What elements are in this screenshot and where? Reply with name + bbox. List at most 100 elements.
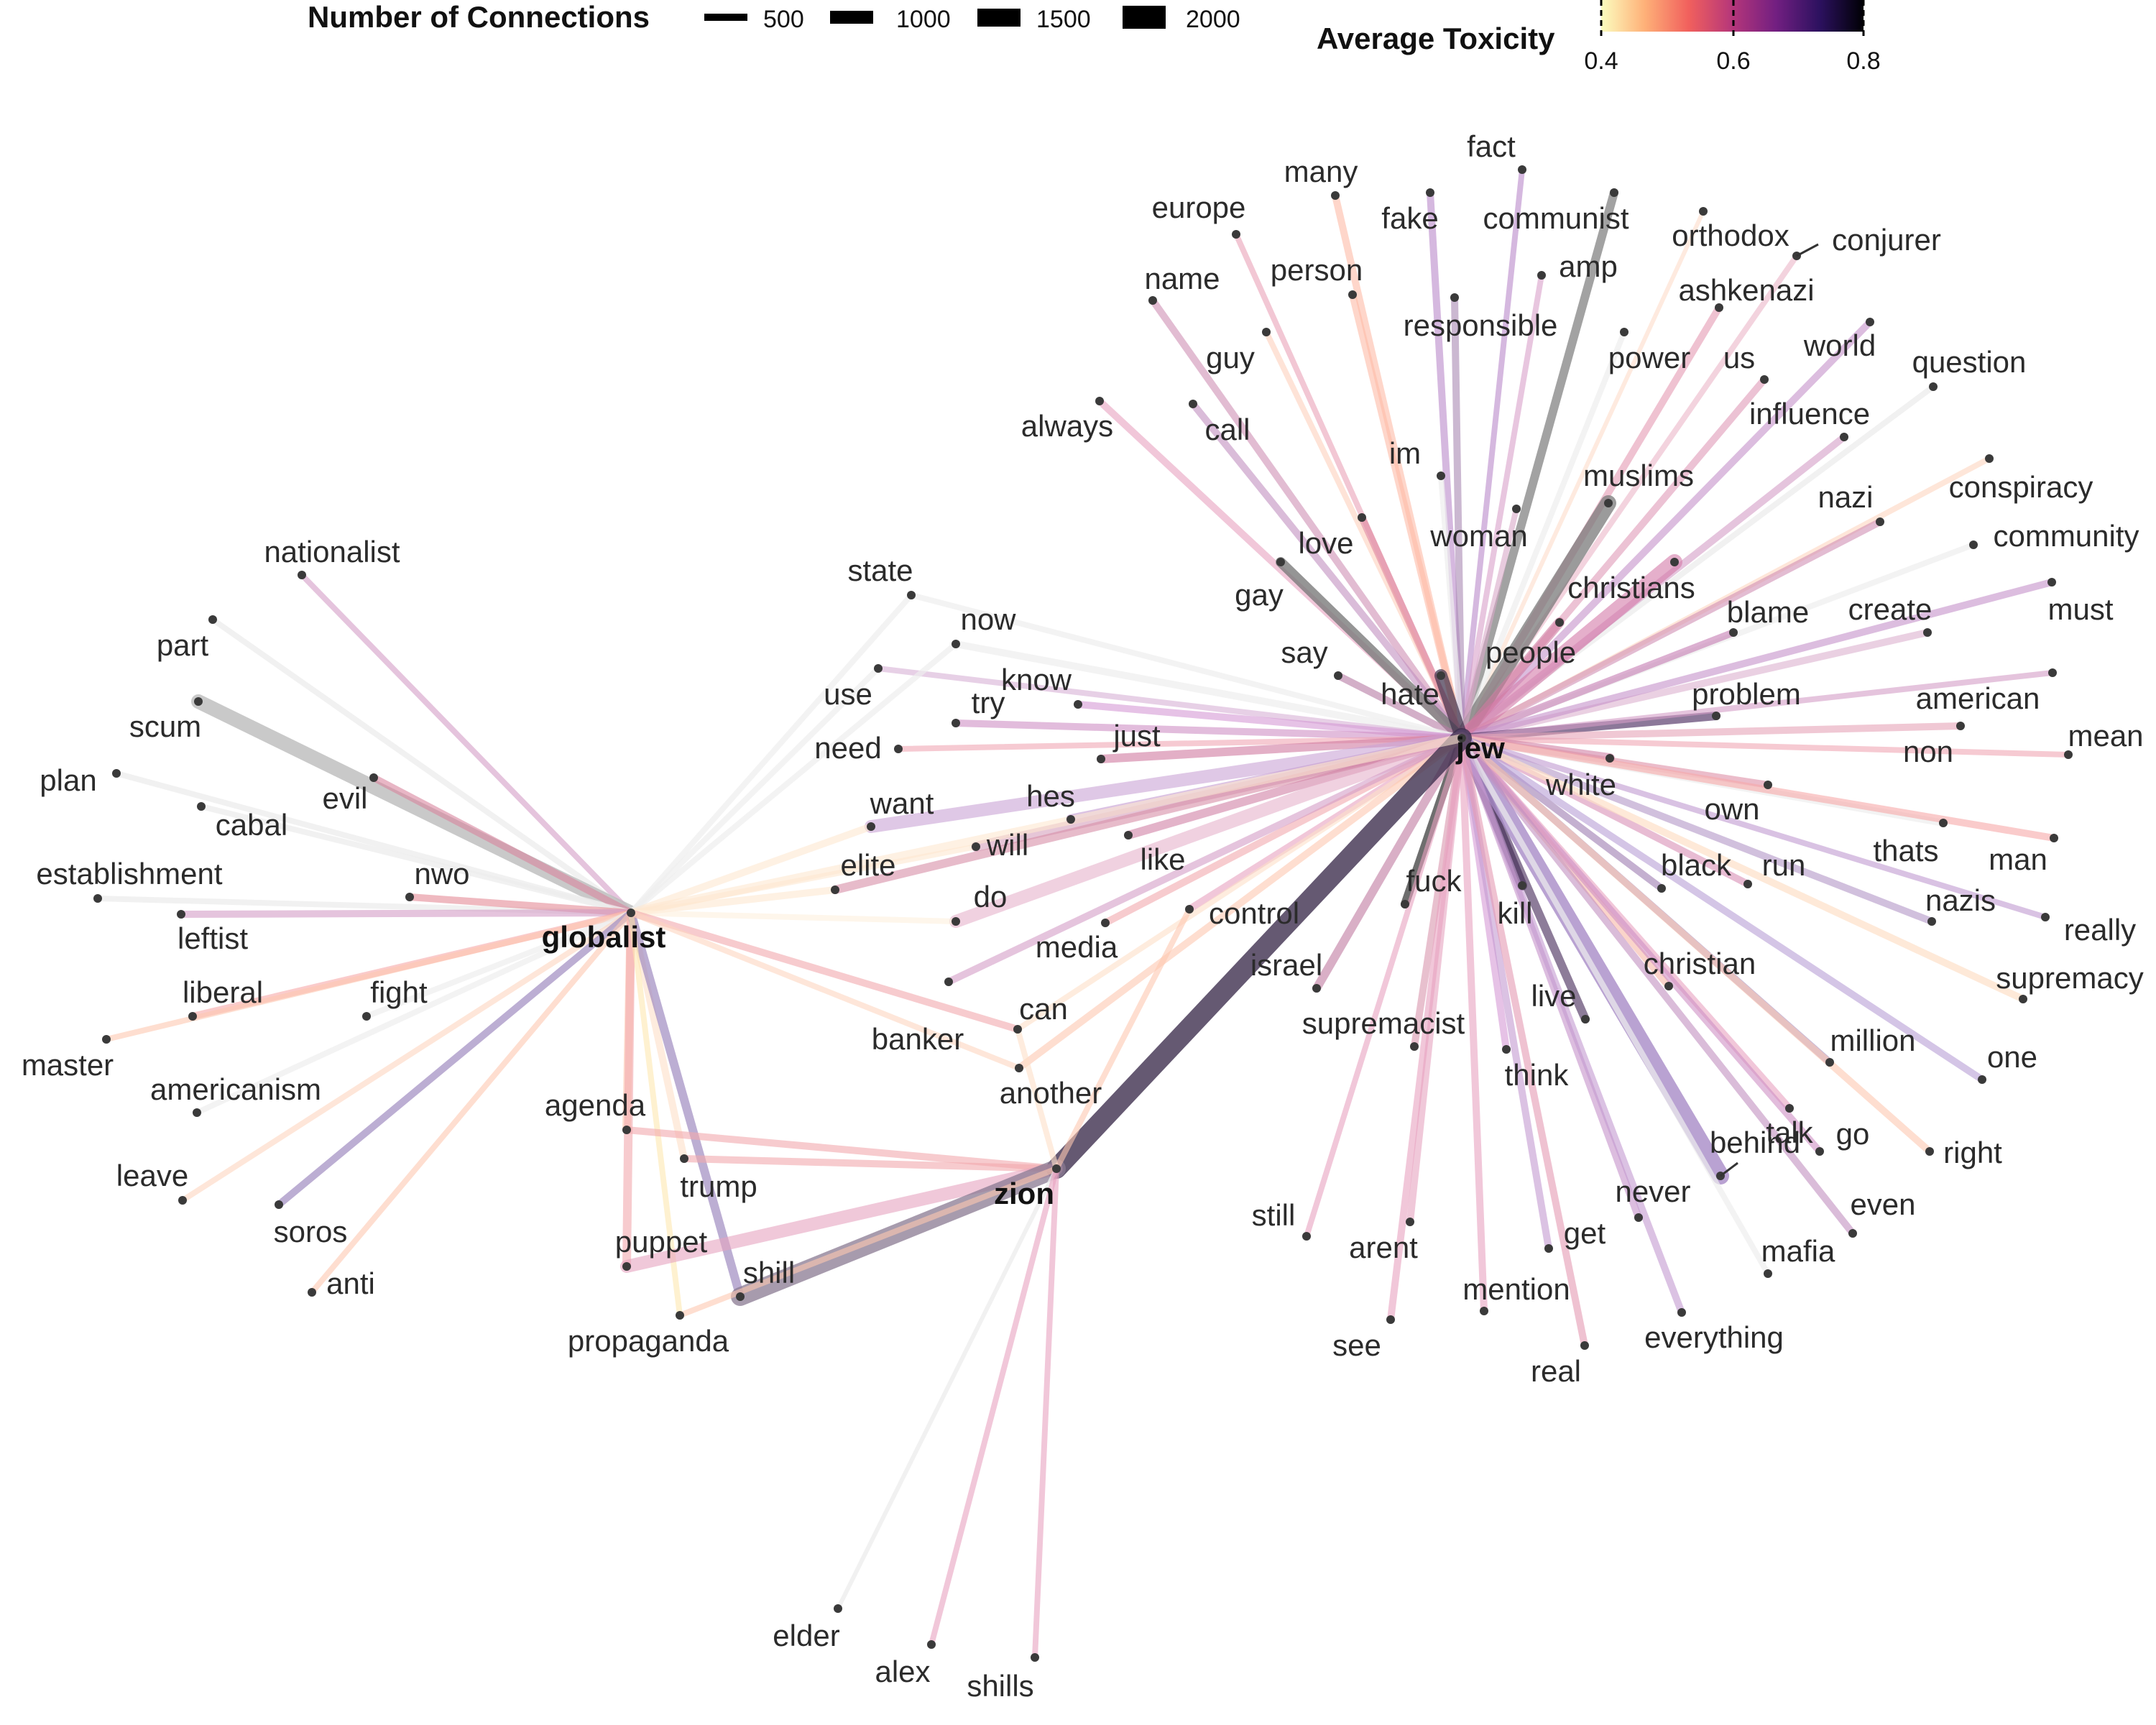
- edge-jew-mafia: [1459, 735, 1771, 1276]
- node-label-arent: arent: [1349, 1230, 1418, 1264]
- node-dot-shill: [736, 1292, 745, 1301]
- size-legend-swatch-2: [830, 11, 873, 24]
- edge-globalist-soros: [275, 909, 635, 1208]
- node-label-part: part: [157, 628, 209, 662]
- node-dot-control: [1185, 905, 1194, 914]
- node-label-create: create: [1848, 592, 1932, 626]
- node-dot-supremacy: [2019, 995, 2027, 1003]
- edge-globalist-leave: [180, 910, 634, 1203]
- edge-jew-zion: [1046, 728, 1472, 1179]
- node-dot-american: [2048, 668, 2057, 677]
- node-label-scum: scum: [129, 709, 201, 743]
- edge-zion-elder: [836, 1167, 1059, 1611]
- edge-jew-even: [1458, 735, 1856, 1237]
- node-dot-guy: [1262, 328, 1271, 336]
- node-label-europe: europe: [1152, 190, 1246, 224]
- node-dot-plan: [112, 769, 121, 778]
- node-dot-jew: [1457, 734, 1466, 742]
- edge-jew-woman: [1459, 506, 1519, 741]
- node-dot-go: [1815, 1147, 1824, 1156]
- edge-jew-nazis: [1458, 735, 1935, 925]
- node-label-mention: mention: [1462, 1272, 1570, 1306]
- node-dot-own: [1764, 781, 1772, 789]
- node-label-trump: trump: [680, 1169, 757, 1203]
- node-label-must: must: [2047, 592, 2113, 626]
- node-label-problem: problem: [1692, 677, 1801, 711]
- edge-jew-do: [949, 732, 1468, 928]
- edge-jew-must: [1458, 579, 2055, 742]
- edge-jew-mean: [1459, 735, 2071, 758]
- edge-globalist-elite: [627, 886, 839, 916]
- node-dot-white: [1606, 754, 1614, 763]
- node-dot-part: [208, 615, 217, 624]
- node-label-communist: communist: [1483, 201, 1628, 235]
- color-legend-label-2: 0.6: [1716, 47, 1750, 75]
- size-legend: Number of Connections 500 1000 1500 2000: [308, 0, 1240, 34]
- color-legend: Average Toxicity 0.4 0.6 0.8: [1317, 0, 1881, 75]
- node-label-really: really: [2064, 913, 2136, 947]
- edge-jew-fact: [1459, 167, 1525, 741]
- node-label-anti: anti: [326, 1266, 375, 1300]
- color-legend-label-1: 0.4: [1584, 47, 1618, 75]
- edge-globalist-part: [210, 617, 634, 916]
- node-dot-power: [1620, 328, 1628, 336]
- edge-globalist-nationalist: [299, 572, 634, 916]
- node-dot-banker: [1013, 1025, 1022, 1034]
- node-label-go: go: [1836, 1117, 1870, 1151]
- node-dot-christians: [1670, 558, 1679, 566]
- node-label-american: american: [1916, 681, 2040, 715]
- node-label-can: can: [1019, 992, 1068, 1026]
- edge-jew-responsible: [1451, 294, 1465, 742]
- node-dot-conspiracy: [1985, 454, 1994, 463]
- node-label-one: one: [1987, 1040, 2037, 1074]
- edge-globalist-will: [628, 844, 979, 916]
- node-dot-another: [1015, 1064, 1023, 1072]
- node-dot-want: [867, 822, 875, 831]
- node-label-evil: evil: [322, 781, 367, 815]
- node-dot-never: [1634, 1213, 1643, 1222]
- node-label-puppet: puppet: [615, 1225, 708, 1259]
- node-label-will: will: [986, 828, 1028, 862]
- node-label-fight: fight: [370, 975, 428, 1009]
- edge-jew-try: [952, 719, 1465, 742]
- node-dot-cabal: [197, 802, 206, 811]
- node-label-fake: fake: [1381, 201, 1438, 235]
- node-label-get: get: [1564, 1216, 1606, 1250]
- edge-zion-propaganda: [677, 1166, 1059, 1318]
- node-label-non: non: [1903, 735, 1953, 768]
- node-dot-live: [1581, 1015, 1590, 1024]
- size-legend-swatch-3: [977, 9, 1021, 27]
- edge-jew-christians: [1454, 554, 1682, 746]
- node-label-fuck: fuck: [1406, 864, 1462, 898]
- edge-jew-name: [1149, 297, 1465, 742]
- node-dot-nazis: [1927, 917, 1936, 926]
- edge-zion-alex: [929, 1166, 1059, 1647]
- node-label-nazis: nazis: [1925, 883, 1996, 917]
- node-dot-muslims: [1604, 499, 1613, 507]
- node-dot-anti: [308, 1288, 316, 1297]
- node-dot-non: [1956, 722, 1965, 730]
- node-dot-master: [102, 1035, 111, 1044]
- leader-line-behind: [1720, 1162, 1738, 1177]
- edge-jew-amp: [1459, 272, 1544, 741]
- node-label-supremacy: supremacy: [1996, 961, 2143, 995]
- node-label-liberal: liberal: [183, 975, 263, 1009]
- node-dot-still: [1302, 1232, 1311, 1241]
- edge-globalist-shill: [627, 908, 745, 1301]
- edge-globalist-use: [628, 666, 881, 916]
- node-label-power: power: [1608, 341, 1690, 374]
- node-label-live: live: [1531, 979, 1576, 1013]
- node-label-nazi: nazi: [1818, 480, 1873, 514]
- node-label-world: world: [1803, 328, 1876, 362]
- node-dot-must: [2047, 578, 2056, 586]
- node-label-elder: elder: [773, 1619, 839, 1652]
- edge-jew-orthodox: [1460, 209, 1705, 740]
- node-dot-supremacist: [1410, 1042, 1419, 1051]
- edge-jew-now: [952, 640, 1465, 742]
- edge-jew-real: [1458, 735, 1588, 1349]
- edge-jew-call: [1189, 400, 1465, 742]
- node-dot-shills: [1031, 1653, 1039, 1662]
- node-dot-million: [1825, 1058, 1834, 1067]
- node-dot-nwo: [405, 893, 414, 901]
